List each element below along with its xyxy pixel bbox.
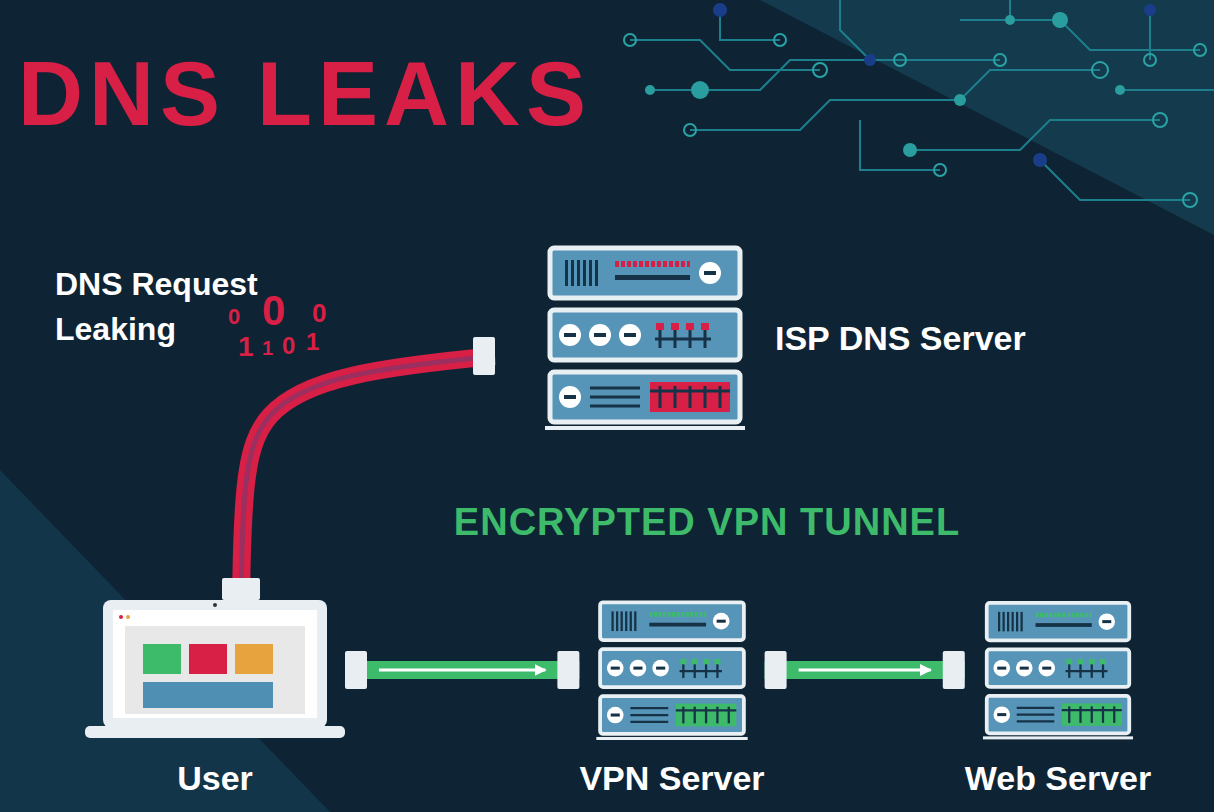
title: DNS LEAKS xyxy=(18,49,592,139)
server-icon xyxy=(983,600,1133,740)
circuit-traces xyxy=(630,0,1214,200)
server-icon xyxy=(545,245,745,430)
binary-digit: 0 xyxy=(282,334,295,358)
leak-cable xyxy=(241,356,495,600)
ground-triangle xyxy=(760,0,1214,235)
laptop-node: User xyxy=(85,600,345,798)
node-label: ISP DNS Server xyxy=(775,318,1026,358)
cable-plug xyxy=(943,651,965,689)
cable-plug xyxy=(222,578,260,600)
node-label: Web Server xyxy=(965,758,1151,798)
connector-group xyxy=(765,651,965,689)
laptop-icon xyxy=(85,600,345,740)
cable-plug xyxy=(557,651,579,689)
binary-digit: 0 xyxy=(262,290,285,332)
server-icon xyxy=(596,600,748,740)
server-node: Web Server xyxy=(965,600,1151,798)
cable-plug xyxy=(345,651,367,689)
connector-core xyxy=(799,669,931,672)
server-icon xyxy=(596,602,747,740)
node-label: User xyxy=(177,758,253,798)
cable-plug xyxy=(765,651,787,689)
connector-group xyxy=(345,651,579,689)
binary-digit: 1 xyxy=(238,333,254,361)
binary-digit: 0 xyxy=(312,300,326,326)
laptop-icon xyxy=(85,600,345,738)
server-node: ISP DNS Server xyxy=(495,245,1026,430)
connector-core xyxy=(379,669,545,672)
connector-core xyxy=(241,356,495,600)
binary-digit: 1 xyxy=(262,338,273,358)
cable-plug xyxy=(473,337,495,375)
tunnel-label: ENCRYPTED VPN TUNNEL xyxy=(454,503,960,541)
server-icon xyxy=(545,248,745,430)
binary-digit: 0 xyxy=(228,306,240,328)
connector-group xyxy=(222,337,495,600)
server-icon xyxy=(983,603,1133,740)
binary-digit: 1 xyxy=(306,330,319,354)
tunnel-connector xyxy=(765,661,965,679)
node-label: VPN Server xyxy=(579,758,764,798)
circuit-nodes xyxy=(624,3,1206,207)
tunnel-connector xyxy=(345,661,579,679)
server-node: VPN Server xyxy=(579,600,764,798)
